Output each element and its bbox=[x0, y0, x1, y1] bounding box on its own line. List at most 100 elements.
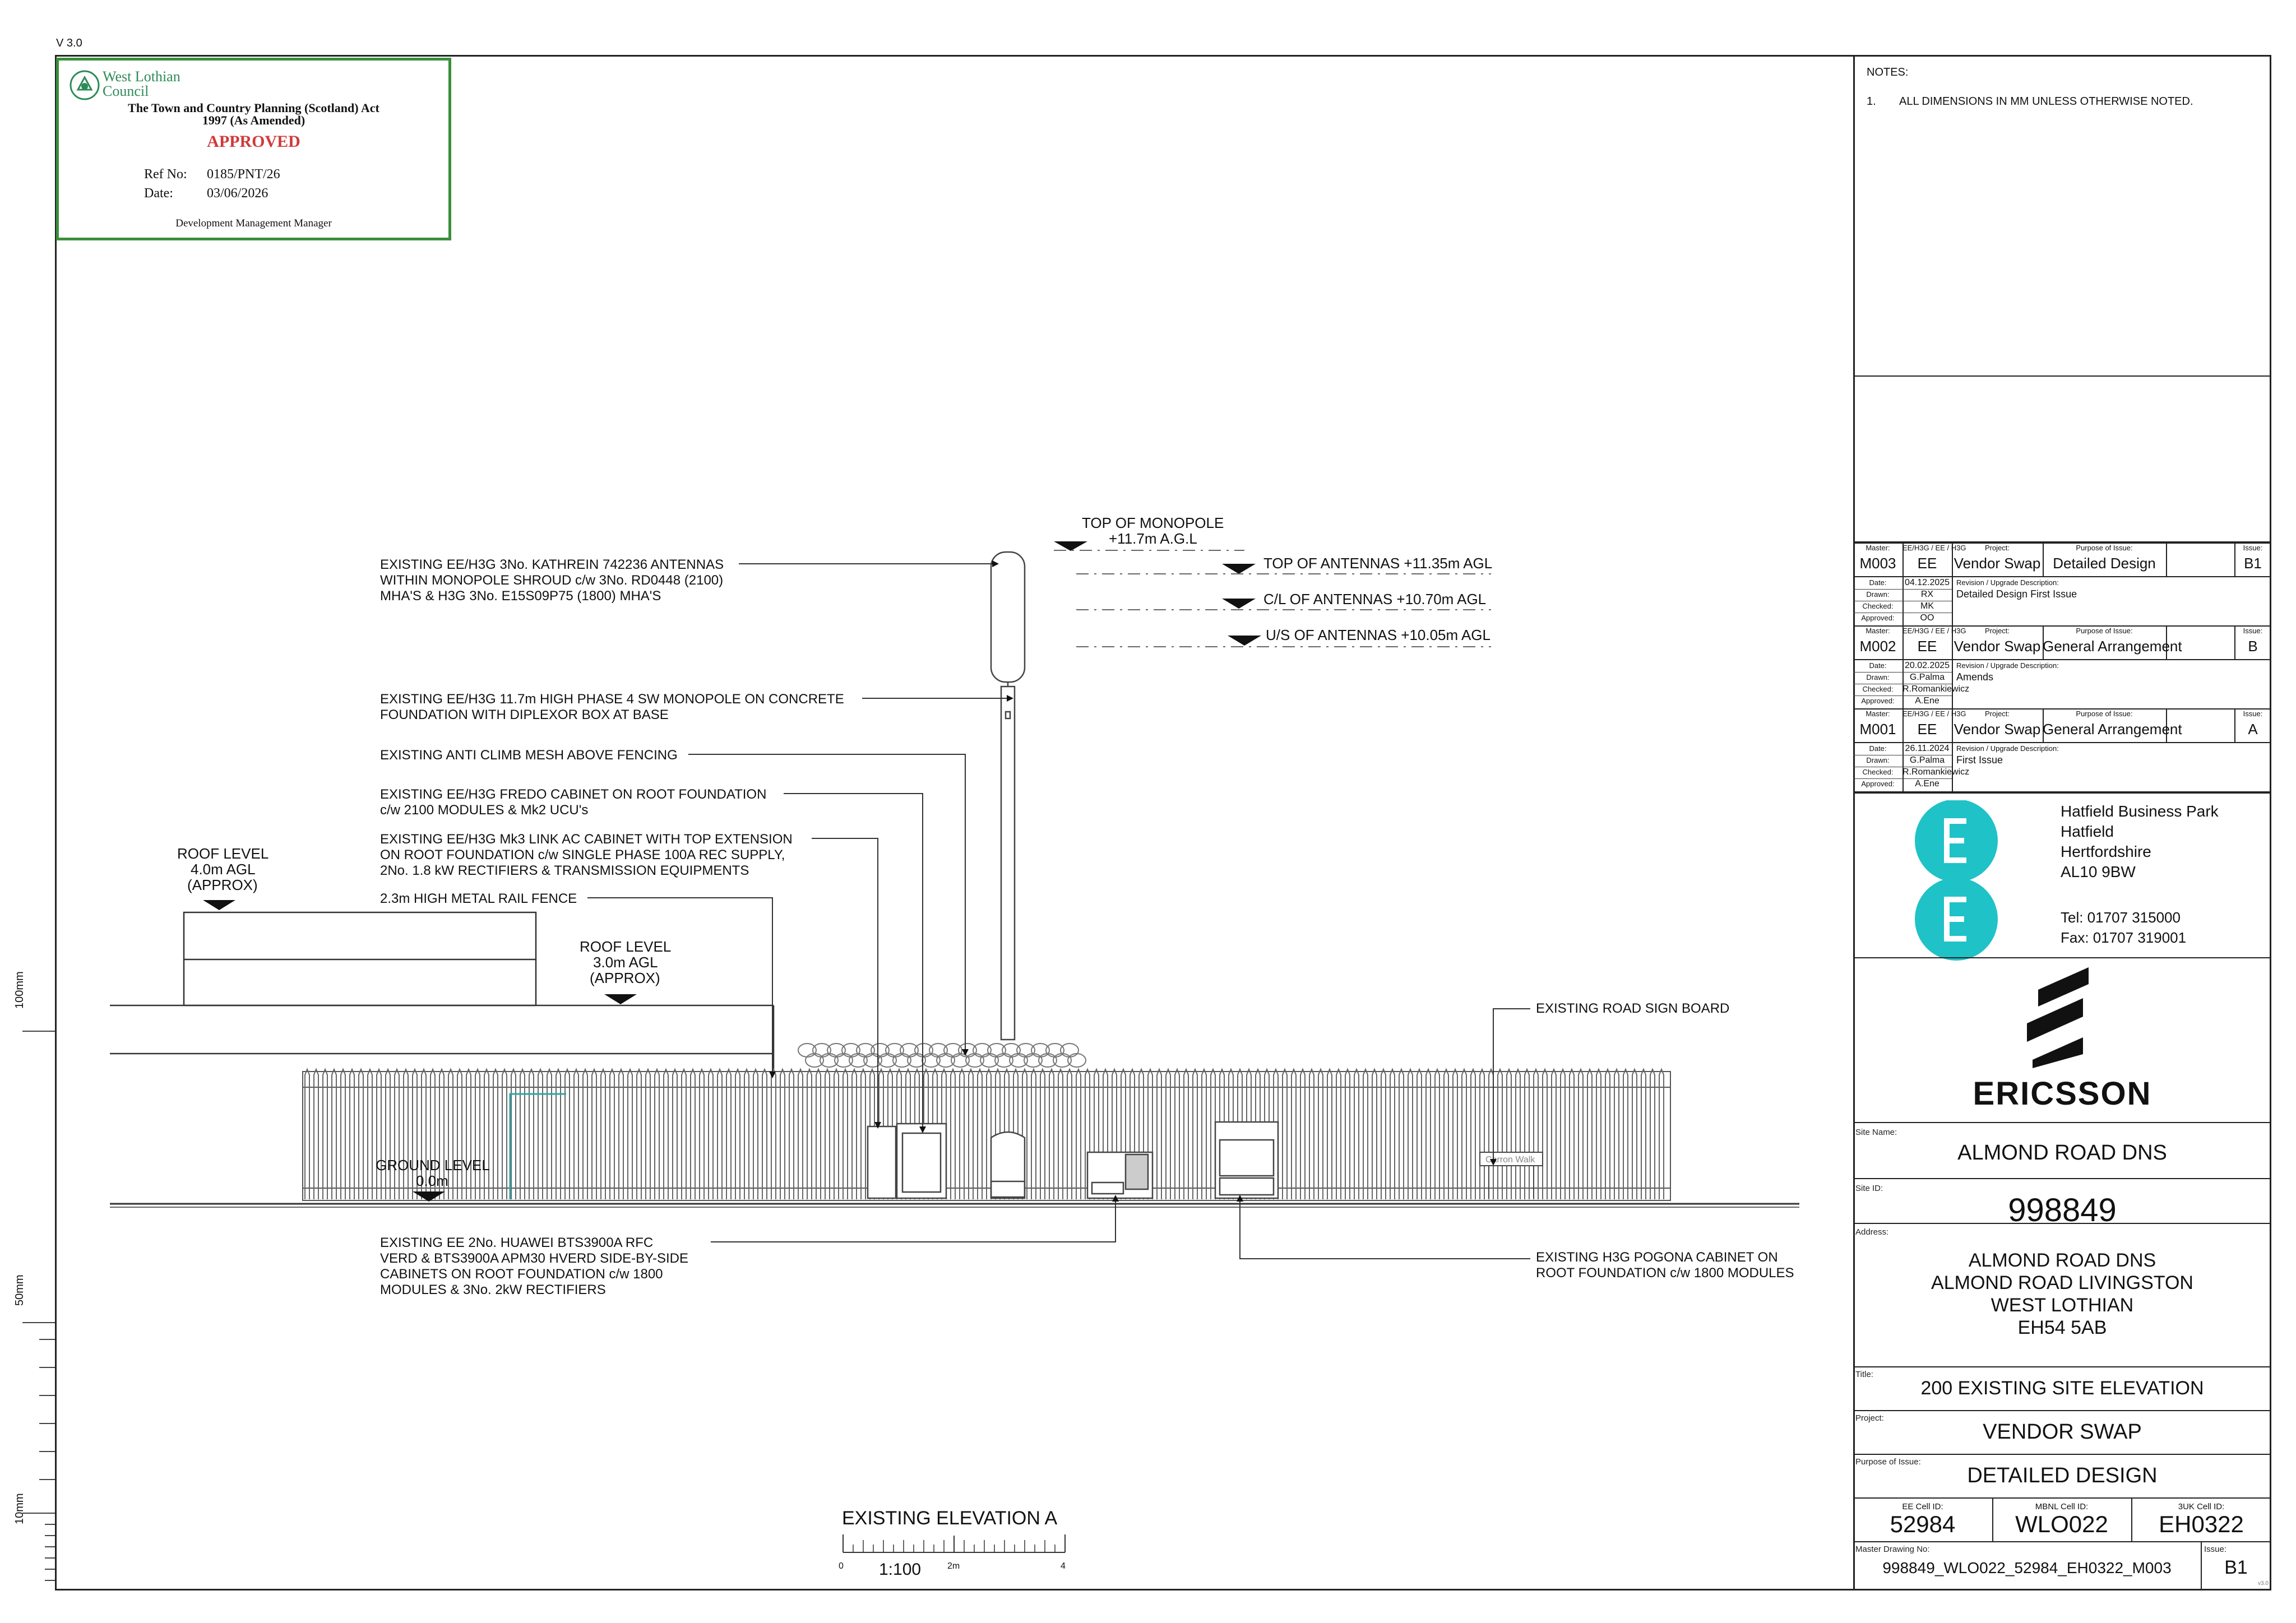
mesh-coil bbox=[1002, 1043, 1021, 1058]
fence-pale bbox=[385, 1068, 391, 1199]
fence-pale bbox=[1237, 1068, 1243, 1199]
revision-col-rule bbox=[1902, 542, 1904, 577]
revision-label-date: Date: bbox=[1869, 661, 1887, 670]
fence-pale bbox=[1228, 1068, 1234, 1199]
cabinets bbox=[867, 1121, 1279, 1199]
fence-pale bbox=[331, 1068, 337, 1199]
note-number: 1. bbox=[1867, 95, 1876, 108]
revision-header-project: Project: bbox=[1984, 544, 2010, 552]
note-antennas-3: MHA'S & H3G 3No. E15S09P75 (1800) MHA'S bbox=[380, 588, 661, 604]
revision-value-date: 04.12.2025 bbox=[1904, 578, 1950, 587]
divider bbox=[1853, 957, 2271, 958]
site-id: 998849 bbox=[2008, 1192, 2117, 1228]
revision-row-rule bbox=[1853, 695, 1952, 696]
fence-pale bbox=[1183, 1068, 1189, 1199]
revision-col-rule bbox=[1902, 708, 1904, 743]
fence-pale bbox=[1425, 1068, 1431, 1199]
fence-pale bbox=[1372, 1068, 1377, 1199]
revision-rule bbox=[1853, 542, 2271, 544]
fence-pale bbox=[1488, 1068, 1494, 1199]
revision-issue: A bbox=[2248, 721, 2258, 738]
site-name-label: Site Name: bbox=[1855, 1128, 1897, 1137]
fence-pale bbox=[609, 1068, 615, 1199]
fence-pale bbox=[1614, 1068, 1619, 1199]
revision-value-date: 20.02.2025 bbox=[1904, 661, 1950, 670]
fence-pale bbox=[322, 1068, 328, 1199]
fence-pale bbox=[843, 1068, 848, 1199]
fence-pale bbox=[762, 1068, 767, 1199]
fence-pale bbox=[851, 1068, 857, 1199]
fence-pale bbox=[1273, 1068, 1279, 1199]
note-huawei-1: EXISTING EE 2No. HUAWEI BTS3900A RFC bbox=[380, 1235, 654, 1250]
fence-pale bbox=[1201, 1068, 1207, 1199]
divider bbox=[1853, 792, 2271, 794]
fence-pale bbox=[421, 1068, 427, 1199]
divider bbox=[1853, 1223, 2271, 1224]
fence-pale bbox=[1094, 1068, 1099, 1199]
revision-desc-label: Revision / Upgrade Description: bbox=[1956, 744, 2059, 753]
mesh-coil bbox=[812, 1043, 831, 1058]
fence-pale bbox=[376, 1068, 382, 1199]
project-name: VENDOR SWAP bbox=[1983, 1420, 2142, 1444]
ruler-label-50mm: 50mm bbox=[13, 1274, 26, 1306]
fence-pale bbox=[995, 1068, 1001, 1199]
revision-col-rule bbox=[1902, 577, 1904, 625]
site-address-line2: ALMOND ROAD LIVINGSTON bbox=[1931, 1272, 2193, 1293]
revision-label-checked: Checked: bbox=[1862, 768, 1894, 776]
site-id-label: Site ID: bbox=[1855, 1184, 1883, 1193]
mesh-coil bbox=[849, 1053, 868, 1068]
fence-pale bbox=[538, 1068, 543, 1199]
fence-pale bbox=[582, 1068, 588, 1199]
fence-pale bbox=[1246, 1068, 1252, 1199]
fence-pale bbox=[1345, 1068, 1350, 1199]
fence-pale bbox=[1067, 1068, 1072, 1199]
council-crest-icon bbox=[70, 70, 100, 100]
revision-label-checked: Checked: bbox=[1862, 685, 1894, 693]
fence-pale bbox=[1533, 1068, 1539, 1199]
fence-pale bbox=[780, 1068, 785, 1199]
fence-pale bbox=[1103, 1068, 1108, 1199]
fence-pale bbox=[1497, 1068, 1503, 1199]
mesh-coil bbox=[856, 1043, 875, 1058]
fence-pale bbox=[878, 1068, 884, 1199]
revision-col-rule bbox=[2043, 708, 2044, 743]
notes-heading: NOTES: bbox=[1867, 66, 1909, 78]
ericsson-wordmark: ERICSSON bbox=[1973, 1075, 2152, 1112]
fence-pale bbox=[1121, 1068, 1126, 1199]
revision-col-rule bbox=[2234, 625, 2235, 660]
council-name-line1: West Lothian bbox=[103, 68, 180, 85]
signatory: Development Management Manager bbox=[175, 217, 332, 229]
fence-pale bbox=[1040, 1068, 1045, 1199]
fence-pale bbox=[1641, 1068, 1646, 1199]
revision-col-rule bbox=[1902, 625, 1904, 660]
note-fredo-2: c/w 2100 MODULES & Mk2 UCU's bbox=[380, 803, 589, 818]
fence-pale bbox=[1165, 1068, 1171, 1199]
revision-header-purpose: Purpose of Issue: bbox=[2076, 544, 2133, 552]
revision-col-rule bbox=[2166, 625, 2167, 660]
site-address-line1: ALMOND ROAD DNS bbox=[1968, 1250, 2156, 1271]
fence-pale bbox=[1443, 1068, 1449, 1199]
fence-pale bbox=[1524, 1068, 1530, 1199]
fence-pale bbox=[1560, 1068, 1566, 1199]
divider bbox=[1853, 1178, 2271, 1179]
note-mk3-1: EXISTING EE/H3G Mk3 LINK AC CABINET WITH… bbox=[380, 832, 793, 847]
ericsson-logo-icon bbox=[2027, 967, 2089, 1068]
fence-pale bbox=[511, 1068, 516, 1199]
mesh-coil bbox=[805, 1053, 824, 1068]
fence-pale bbox=[1318, 1068, 1323, 1199]
approval-stamp: West Lothian Council The Town and Countr… bbox=[56, 58, 451, 240]
revision-operator: EE bbox=[1917, 638, 1937, 655]
fence-pale bbox=[618, 1068, 624, 1199]
mesh-coil bbox=[871, 1043, 890, 1058]
revision-col-rule bbox=[1853, 743, 1854, 791]
fence-pale bbox=[744, 1068, 749, 1199]
mesh-coil bbox=[827, 1043, 846, 1058]
revision-col-rule bbox=[1952, 660, 1953, 708]
fence-pale bbox=[1632, 1068, 1637, 1199]
antenna-cl-level: C/L OF ANTENNAS +10.70m AGL bbox=[1263, 591, 1487, 608]
fence-pale bbox=[349, 1068, 355, 1199]
mesh-coil bbox=[914, 1043, 933, 1058]
fence-pale bbox=[627, 1068, 633, 1199]
